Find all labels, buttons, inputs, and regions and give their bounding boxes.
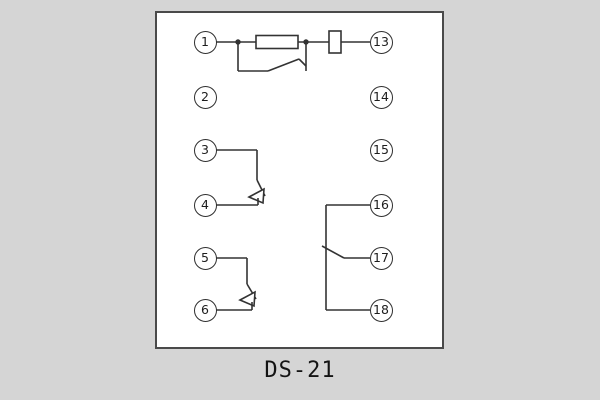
terminal-14: 14 bbox=[369, 85, 393, 109]
terminal-6-label: 6 bbox=[201, 301, 209, 317]
terminal-3: 3 bbox=[193, 138, 217, 162]
terminal-1-label: 1 bbox=[201, 33, 209, 49]
terminal-13: 13 bbox=[369, 30, 393, 54]
terminal-2: 2 bbox=[193, 85, 217, 109]
relay-diagram-panel bbox=[155, 11, 444, 349]
terminal-15: 15 bbox=[369, 138, 393, 162]
terminal-3-label: 3 bbox=[201, 141, 209, 157]
terminal-4: 4 bbox=[193, 193, 217, 217]
terminal-17: 17 bbox=[369, 246, 393, 270]
terminal-5: 5 bbox=[193, 246, 217, 270]
terminal-18: 18 bbox=[369, 298, 393, 322]
terminal-17-label: 17 bbox=[373, 249, 389, 265]
terminal-1: 1 bbox=[193, 30, 217, 54]
model-label: DS-21 bbox=[264, 358, 336, 383]
terminal-18-label: 18 bbox=[373, 301, 389, 317]
terminal-2-label: 2 bbox=[201, 88, 209, 104]
terminal-15-label: 15 bbox=[373, 141, 389, 157]
terminal-14-label: 14 bbox=[373, 88, 389, 104]
terminal-5-label: 5 bbox=[201, 249, 209, 265]
terminal-16: 16 bbox=[369, 193, 393, 217]
terminal-4-label: 4 bbox=[201, 196, 209, 212]
terminal-6: 6 bbox=[193, 298, 217, 322]
terminal-16-label: 16 bbox=[373, 196, 389, 212]
terminal-13-label: 13 bbox=[373, 33, 389, 49]
